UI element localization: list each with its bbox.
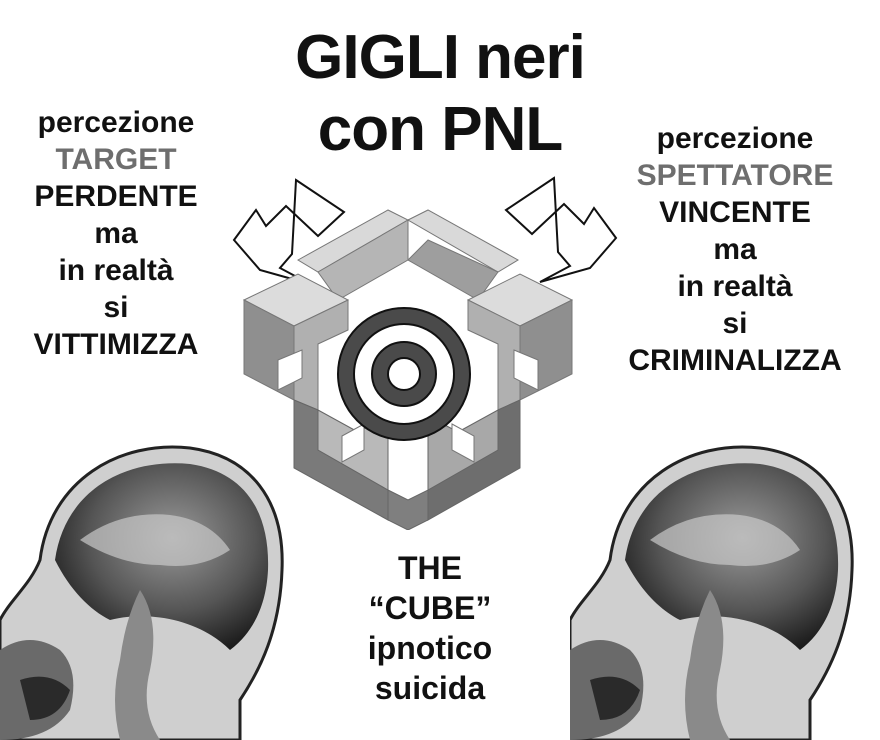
left-line-4: ma xyxy=(94,217,138,250)
right-text-block: percezione SPETTATORE VINCENTE ma in rea… xyxy=(600,120,870,379)
bottom-line-1: THE xyxy=(398,550,462,586)
right-arrow-icon xyxy=(504,176,618,283)
bottom-line-4: suicida xyxy=(374,670,486,706)
target-icon xyxy=(337,307,471,441)
title-line-1: GIGLI neri xyxy=(295,23,586,92)
bottom-line-3: ipnotico xyxy=(367,630,493,666)
right-brain-mri-image xyxy=(570,445,854,740)
left-brain-mri-image xyxy=(0,445,284,740)
title-line-2: con PNL xyxy=(317,95,563,164)
left-line-3: PERDENTE xyxy=(34,180,198,213)
right-line-1: percezione xyxy=(656,122,814,155)
right-line-2: SPETTATORE xyxy=(636,159,834,192)
left-line-6: si xyxy=(103,291,129,324)
right-line-7: CRIMINALIZZA xyxy=(628,344,842,377)
left-line-7: VITTIMIZZA xyxy=(33,328,199,361)
left-line-5: in realtà xyxy=(58,254,174,287)
right-line-3: VINCENTE xyxy=(659,196,811,229)
right-line-6: si xyxy=(722,307,748,340)
bottom-line-2: “CUBE” xyxy=(368,590,492,626)
bottom-text-block: THE “CUBE” ipnotico suicida xyxy=(300,548,560,708)
impossible-cube-illustration xyxy=(242,209,574,530)
right-line-5: in realtà xyxy=(677,270,793,303)
left-line-1: percezione xyxy=(37,106,195,139)
left-arrow-icon xyxy=(232,178,346,285)
right-line-4: ma xyxy=(713,233,757,266)
left-line-2: TARGET xyxy=(55,143,177,176)
left-text-block: percezione TARGET PERDENTE ma in realtà … xyxy=(0,104,232,363)
